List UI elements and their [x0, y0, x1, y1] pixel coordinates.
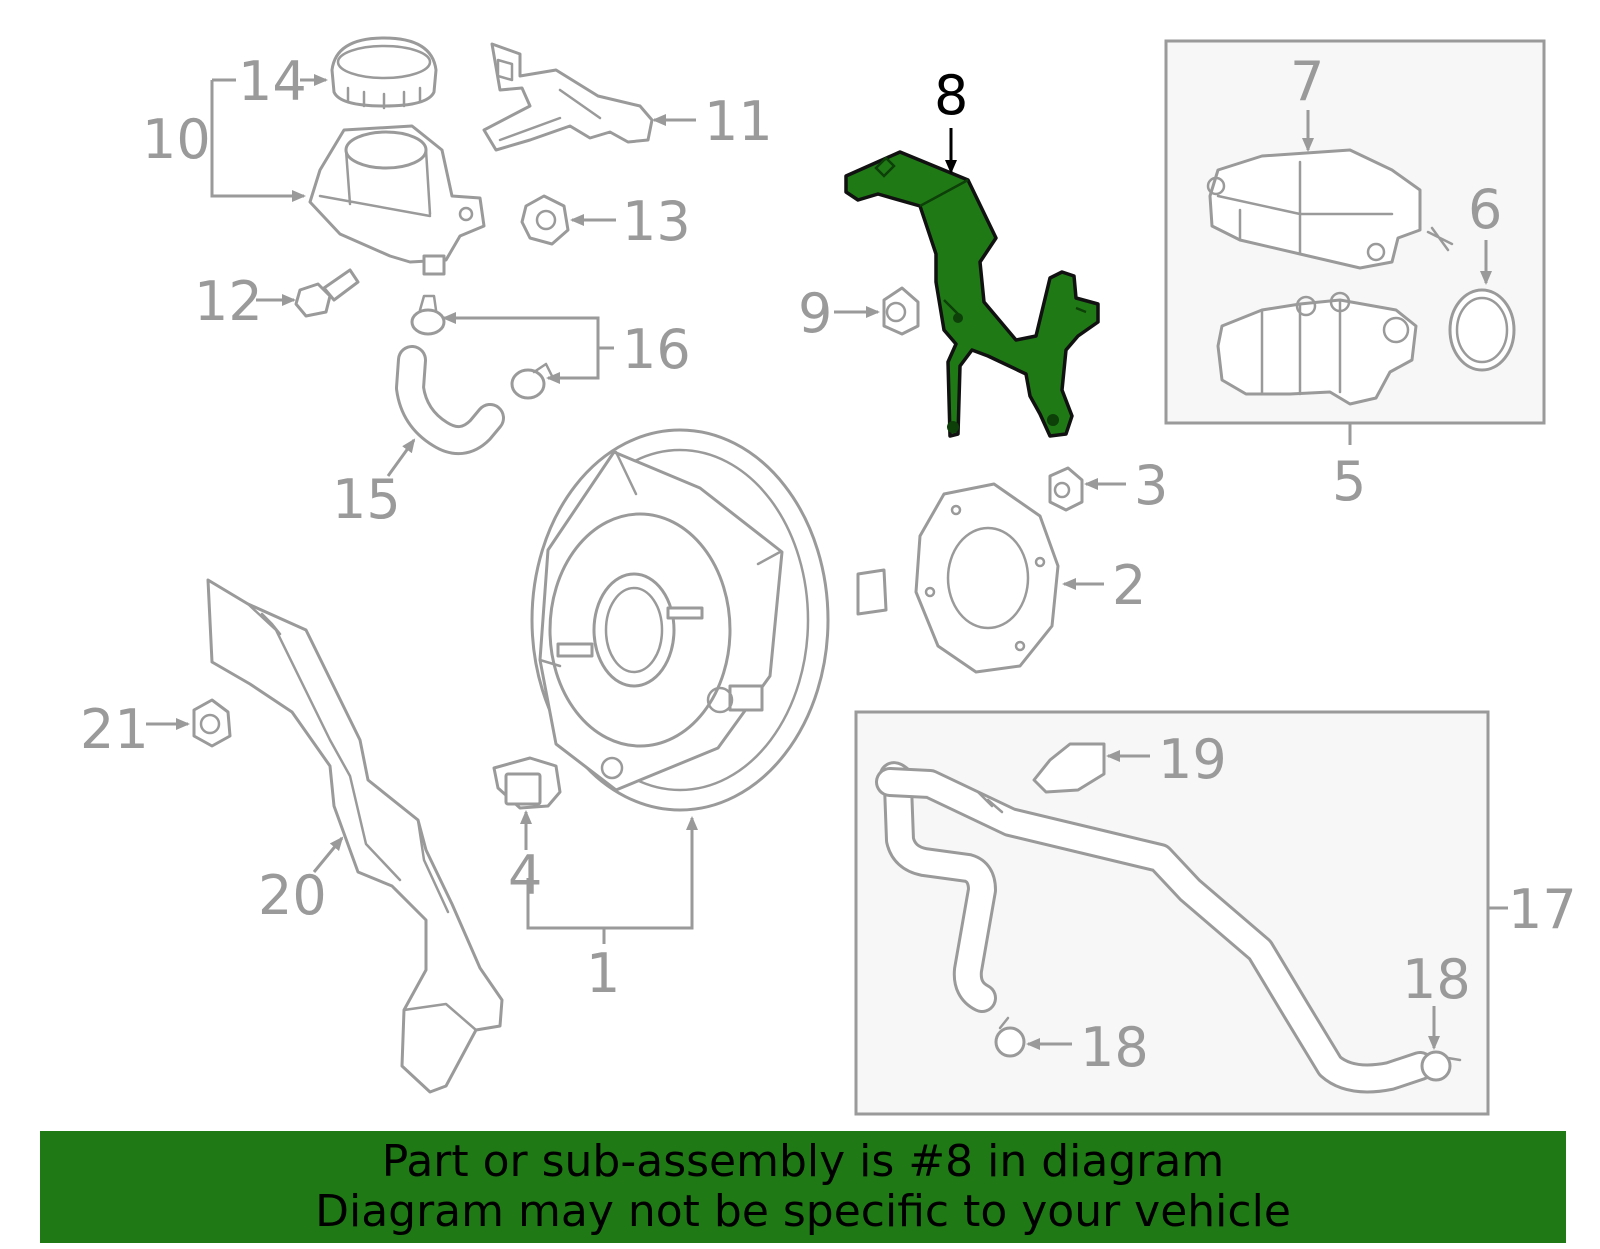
part-4-sensor — [492, 756, 562, 810]
group-box-17 — [854, 710, 1490, 1116]
callout-18-left: 18 — [1080, 1016, 1149, 1079]
part-16-clamp-bottom — [510, 362, 554, 400]
banner-line-2: Diagram may not be specific to your vehi… — [315, 1186, 1291, 1237]
callout-11: 11 — [704, 90, 773, 153]
callout-19: 19 — [1158, 728, 1227, 791]
callout-4: 4 — [508, 844, 542, 907]
part-2-gasket — [914, 482, 1060, 674]
part-21-nut — [192, 698, 232, 748]
callout-17: 17 — [1508, 878, 1577, 941]
part-pin — [1426, 226, 1454, 252]
part-14-cap — [330, 36, 438, 110]
part-3-nut — [1048, 466, 1084, 512]
info-banner: Part or sub-assembly is #8 in diagram Di… — [40, 1131, 1566, 1243]
leader-10 — [210, 80, 306, 202]
callout-16: 16 — [622, 318, 691, 381]
callout-5: 5 — [1332, 450, 1366, 513]
callout-14: 14 — [238, 50, 307, 113]
callout-21: 21 — [80, 698, 149, 761]
callout-18-right: 18 — [1402, 948, 1471, 1011]
part-20-heat-shield — [206, 578, 504, 1094]
part-7-reservoir — [1206, 148, 1422, 270]
leader-16 — [442, 312, 614, 350]
callout-20: 20 — [258, 864, 327, 927]
callout-13: 13 — [622, 190, 691, 253]
callout-12: 12 — [194, 270, 263, 333]
part-16-clamp-top — [410, 294, 446, 336]
part-18-clamp-left — [994, 1016, 1026, 1058]
leader-16b — [546, 348, 600, 384]
part-10-reservoir — [308, 124, 486, 276]
callout-3: 3 — [1134, 454, 1168, 517]
part-11-bracket — [482, 42, 654, 152]
leader-20 — [312, 836, 344, 873]
callout-10: 10 — [142, 108, 211, 171]
part-master-cylinder — [1216, 291, 1418, 406]
part-1-brake-booster — [530, 428, 888, 812]
part-8-bracket-highlighted — [844, 150, 1100, 438]
part-18-clamp-right — [1420, 1050, 1462, 1082]
banner-line-1: Part or sub-assembly is #8 in diagram — [381, 1136, 1225, 1187]
leader-1 — [526, 816, 698, 930]
callout-9: 9 — [798, 282, 832, 345]
callout-8: 8 — [934, 64, 968, 127]
part-6-o-ring — [1448, 288, 1516, 372]
leader-15 — [386, 438, 416, 477]
callout-7: 7 — [1290, 50, 1324, 113]
part-15-hose — [395, 345, 505, 455]
callout-2: 2 — [1112, 554, 1146, 617]
callout-6: 6 — [1468, 178, 1502, 241]
callout-1: 1 — [586, 942, 620, 1005]
part-12-bolt — [294, 268, 360, 318]
part-9-nut — [882, 286, 920, 336]
callout-15: 15 — [332, 468, 401, 531]
part-13-nut — [520, 194, 570, 246]
part-17-vacuum-hose — [875, 761, 1435, 1094]
part-19-clip — [1032, 742, 1106, 794]
